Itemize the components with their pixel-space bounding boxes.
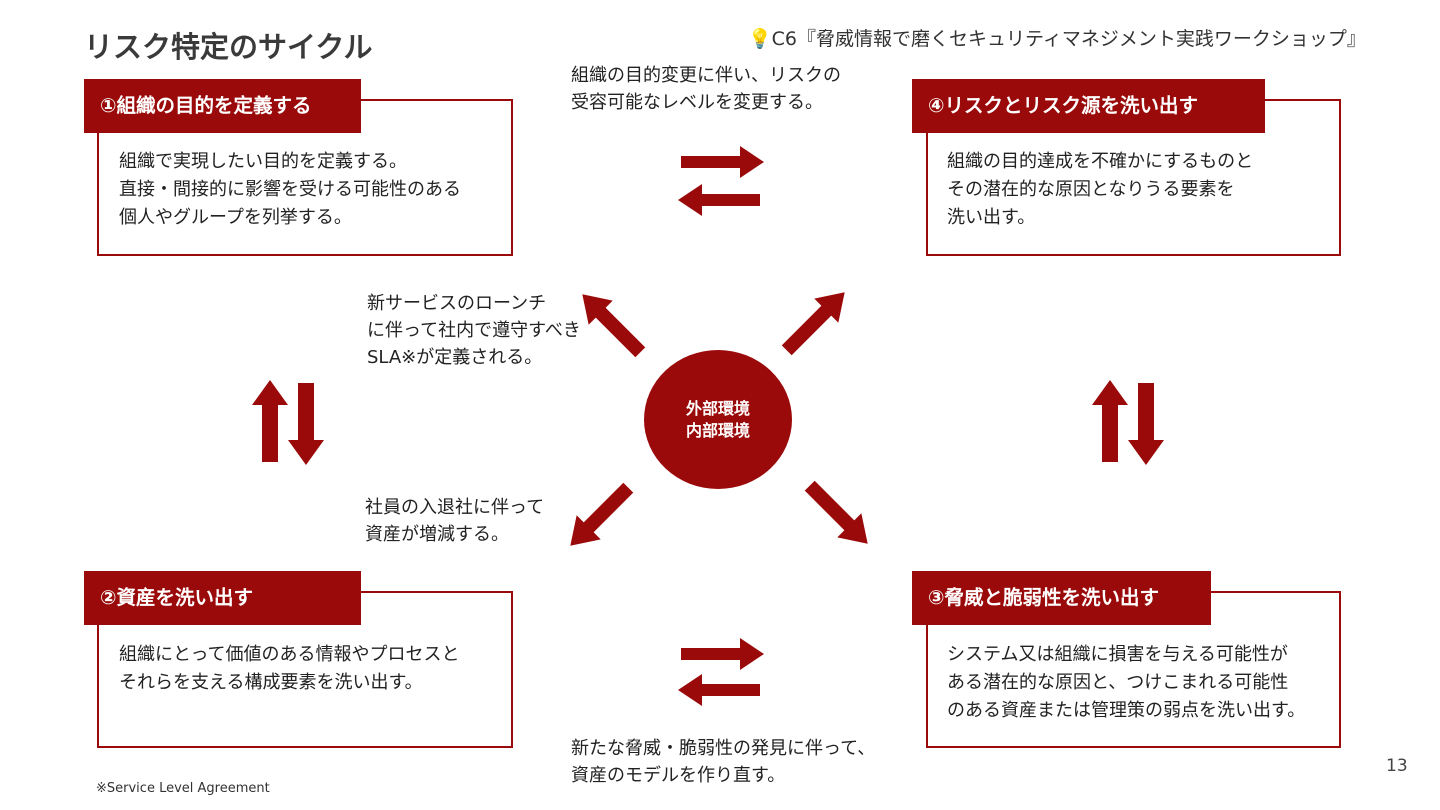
step2-label: ②資産を洗い出す — [84, 571, 361, 625]
note-lower-left: 社員の入退社に伴って 資産が増減する。 — [365, 497, 545, 545]
note-top: 組織の目的変更に伴い、リスクの 受容可能なレベルを変更する。 — [571, 65, 841, 113]
step2-text: 組織にとって価値のある情報やプロセスと それらを支える構成要素を洗い出す。 — [119, 644, 460, 693]
bottom-right-arrow-icon — [681, 638, 764, 670]
note-bottom: 新たな脅威・脆弱性の発見に伴って、 資産のモデルを作り直す。 — [571, 738, 876, 786]
step1-text: 組織で実現したい目的を定義する。 直接・間接的に影響を受ける可能性のある 個人や… — [119, 151, 461, 228]
right-up-arrow-icon — [1092, 380, 1128, 462]
center-line2: 内部環境 — [685, 420, 750, 440]
page-number: 13 — [1386, 756, 1408, 776]
step3-text: システム又は組織に損害を与える可能性が ある潜在的な原因と、つけこまれる可能性 … — [947, 644, 1306, 721]
center-line1: 外部環境 — [685, 398, 750, 418]
diagonal-lower-left-arrow-icon — [570, 482, 634, 546]
step3-label: ③脅威と脆弱性を洗い出す — [912, 571, 1211, 625]
left-down-arrow-icon — [288, 383, 324, 465]
step4-text: 組織の目的達成を不確かにするものと その潜在的な原因となりうる要素を 洗い出す。 — [947, 151, 1254, 228]
diagonal-lower-right-arrow-icon — [804, 480, 868, 544]
right-down-arrow-icon — [1128, 383, 1164, 465]
step4-label: ④リスクとリスク源を洗い出す — [912, 79, 1265, 133]
top-left-arrow-icon — [678, 184, 760, 216]
series-title: 💡C6『脅威情報で磨くセキュリティマネジメント実践ワークショップ』 — [748, 28, 1366, 50]
bottom-left-arrow-icon — [678, 674, 760, 706]
top-right-arrow-icon — [681, 146, 764, 178]
diagonal-upper-left-arrow-icon — [582, 294, 646, 358]
environment-circle: 外部環境 内部環境 — [644, 350, 792, 489]
left-up-arrow-icon — [252, 380, 288, 462]
step1-label: ①組織の目的を定義する — [84, 79, 361, 133]
note-upper-left: 新サービスのローンチ に伴って社内で遵守すべき SLA※が定義される。 — [367, 293, 581, 368]
diagonal-upper-right-arrow-icon — [781, 292, 845, 356]
slide-title: リスク特定のサイクル — [84, 30, 373, 64]
footnote: ※Service Level Agreement — [96, 781, 270, 796]
